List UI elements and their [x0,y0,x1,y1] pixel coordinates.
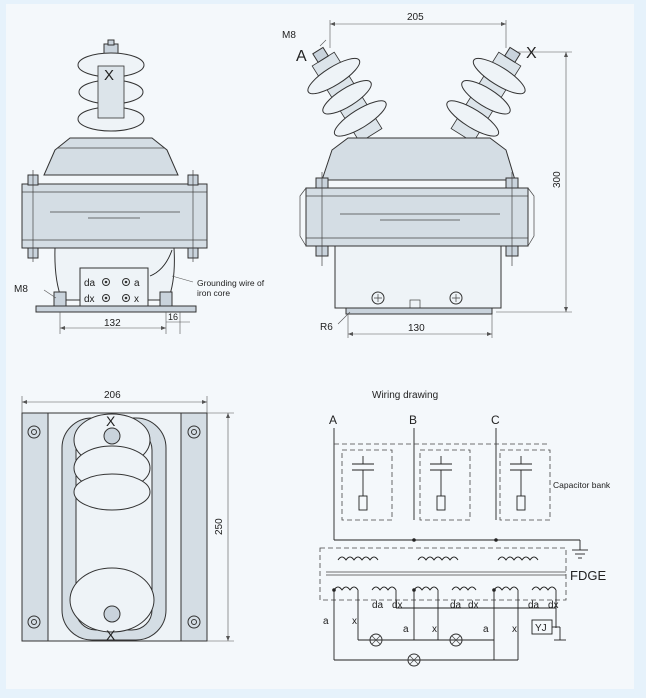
side-dim-top: 205 [407,12,424,23]
front-dim-small: 16 [168,312,178,322]
front-bolt-label: M8 [14,284,28,295]
term-a-3: a [483,624,489,635]
phase-a: A [329,413,337,427]
winding-da-1: da [372,600,384,611]
side-view [299,20,572,338]
term-a-1: a [323,616,329,627]
relay-label: YJ [535,623,547,634]
term-x-3: x [512,624,517,635]
wiring-diagram [319,428,588,667]
front-terminal-x: X [104,67,114,84]
phase-c: C [491,413,500,427]
front-label-a: a [134,278,140,289]
capacitor-bank-label: Capacitor bank [553,480,611,490]
winding-da-3: da [528,600,540,611]
front-label-dx: dx [84,294,95,305]
wiring-title: Wiring drawing [372,390,438,401]
side-terminal-a: A [296,48,307,65]
winding-da-2: da [450,600,462,611]
winding-dx-3: dx [548,600,559,611]
front-label-da: da [84,278,96,289]
winding-dx-2: dx [468,600,479,611]
top-terminal-top: X [106,413,116,429]
side-radius-label: R6 [320,322,333,333]
phase-b: B [409,413,417,427]
side-terminal-x: X [526,45,537,62]
side-dim-base: 130 [408,323,425,334]
grounding-note-2: iron core [197,288,230,298]
term-x-1: x [352,616,357,627]
top-dim-width: 206 [104,390,121,401]
top-dim-height: 250 [214,518,225,535]
side-bolt-label: M8 [282,30,296,41]
fdge-label: FDGE [570,568,606,583]
grounding-note-1: Grounding wire of [197,278,265,288]
side-dim-height: 300 [552,171,563,188]
term-a-2: a [403,624,409,635]
winding-dx-1: dx [392,600,403,611]
term-x-2: x [432,624,437,635]
front-dim-base: 132 [104,318,121,329]
top-view [21,396,234,642]
front-view [21,39,208,334]
front-label-x: x [134,294,139,305]
top-terminal-bottom: X [106,627,116,643]
